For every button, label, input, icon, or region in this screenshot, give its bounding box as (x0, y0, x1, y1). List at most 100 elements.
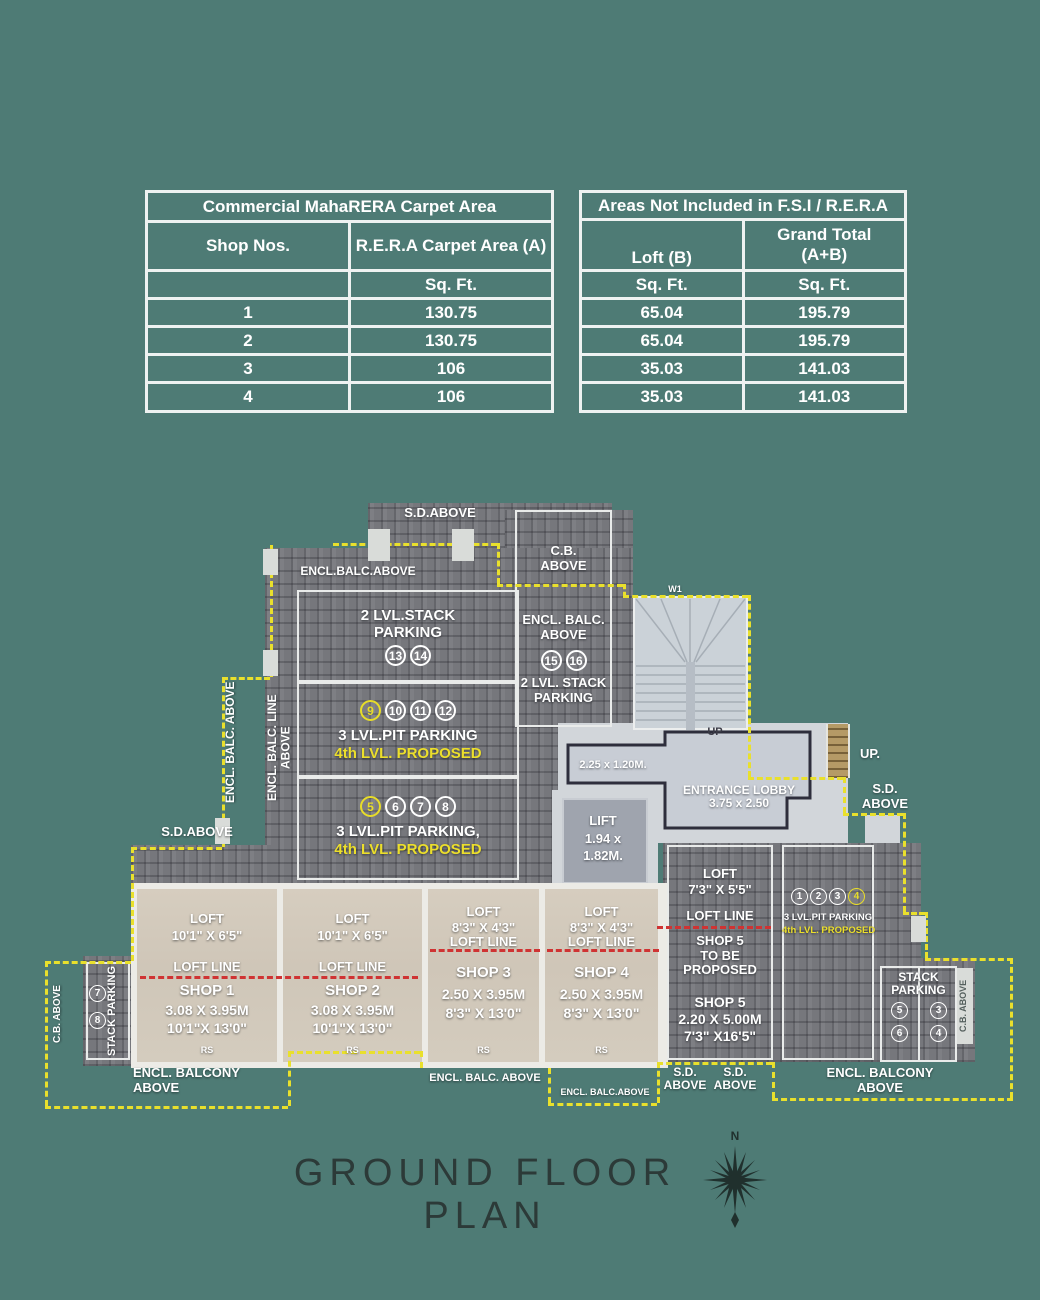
cb-room-label: C.B. ABOVE (540, 543, 587, 573)
shop1-loft-label: LOFT (190, 911, 224, 926)
up-outer-label: UP. (860, 746, 880, 761)
col-header: R.E.R.A Carpet Area (A) (348, 220, 554, 272)
sd-above-b1-label: S.D. ABOVE (663, 1065, 707, 1093)
shop-1-floor (137, 889, 277, 1062)
loft-line-dash-shop1-2 (140, 976, 418, 979)
shop5-proposed: SHOP 5 TO BE PROPOSED (683, 933, 757, 978)
fsi-exclusion-table: Areas Not Included in F.S.I / R.E.R.A Lo… (579, 190, 907, 413)
balcony-dash (623, 595, 748, 598)
shop1-dim-m: 3.08 X 3.95M (165, 1002, 249, 1018)
shop2-dim-m: 3.08 X 3.95M (310, 1002, 395, 1018)
stack-13-14-circles: 13 14 (297, 645, 519, 666)
parking-slot-badge: 8 (89, 1012, 106, 1029)
staircase (633, 596, 748, 730)
shop2-name: SHOP 2 (325, 982, 380, 999)
parking-slot-badge: 6 (891, 1025, 908, 1042)
room-pit-parking-5-8 (297, 777, 519, 880)
balcony-dash (333, 543, 497, 546)
shop3-loft-line: LOFT LINE (449, 934, 518, 949)
shop5-name: SHOP 5 (694, 994, 746, 1010)
loft-line-dash-shop3 (430, 949, 540, 952)
balcony-dash (748, 595, 751, 777)
room-pit-parking-9-12 (297, 682, 519, 777)
pit-5-8-proposed-label: 4th LVL. PROPOSED (334, 841, 482, 858)
lift-label: LIFT 1.94 x 1.82M. (583, 813, 623, 864)
shop3-rs: RS (477, 1045, 490, 1055)
room-shop-5 (667, 845, 773, 1060)
shop2-loft-label: LOFT (335, 911, 370, 926)
unit-cell: Sq. Ft. (579, 269, 745, 300)
pit-1-4-circles: 1 2 3 4 (782, 888, 874, 905)
compass-north-letter: N (731, 1129, 740, 1143)
cb-above-left-vert-label: C.B. ABOVE (52, 985, 63, 1043)
table-title: Commercial MahaRERA Carpet Area (145, 190, 554, 223)
room-stack-parking-13-14 (297, 590, 519, 682)
cb-above-right-vert-label: C.B. ABOVE (958, 979, 968, 1033)
balcony-dash (772, 1098, 1013, 1101)
shop1-loft-dim: 10'1" X 6'5" (171, 928, 243, 943)
parking-slot-badge: 12 (435, 700, 456, 721)
cb-room-balc-label: ENCL. BALC. ABOVE (522, 612, 605, 642)
shop4-dim-m: 2.50 X 3.95M (559, 986, 644, 1002)
shop1-name: SHOP 1 (179, 982, 235, 999)
pit-9-12-label: 3 LVL.PIT PARKING (338, 727, 478, 744)
shop2-loft-dim: 10'1" X 6'5" (317, 928, 388, 943)
balcony-dash (843, 777, 846, 813)
balcony-dash (903, 813, 906, 912)
shop3-name: SHOP 3 (456, 964, 511, 981)
balcony-dash (497, 543, 500, 584)
shop2-loft-line: LOFT LINE (318, 959, 387, 974)
balcony-dash (925, 958, 1013, 961)
balcony-dash (497, 584, 623, 587)
balcony-dash (925, 912, 928, 958)
shop5-loft-dim: 7'3" X 5'5" (688, 882, 752, 897)
shop1-rs: RS (200, 1045, 214, 1055)
cb-right-wall (957, 968, 973, 1044)
stack-left-vert-label: STACK PARKING (106, 965, 118, 1056)
shop-2-floor (283, 889, 422, 1062)
parking-slot-badge: 13 (385, 645, 406, 666)
balcony-dash (657, 1062, 772, 1065)
encl-balc-above-top-label: ENCL.BALC.ABOVE (300, 564, 416, 578)
sd-above-left-label: S.D.ABOVE (161, 824, 233, 839)
sd-above-top-label: S.D.ABOVE (404, 505, 476, 520)
corridor-dim-label: 2.25 x 1.20M. (579, 759, 647, 771)
parking-slot-badge: 10 (385, 700, 406, 721)
pit-5-8-label: 3 LVL.PIT PARKING, (336, 823, 480, 840)
balcony-dash (131, 847, 222, 850)
shop4-loft-dim: 8'3" X 4'3" (569, 920, 634, 935)
balcony-dash (657, 1062, 660, 1103)
balcony-column (263, 650, 278, 676)
balcony-dash (548, 1103, 657, 1106)
encl-balc-above-vert-label: ENCL. BALC. ABOVE (223, 681, 237, 804)
parking-slot-badge: 5 (891, 1002, 908, 1019)
external-stairs-up (826, 724, 850, 778)
shop5-loft-line: LOFT LINE (686, 908, 754, 923)
parking-slot-badge-highlight: 4 (848, 888, 865, 905)
loft-line-dash-shop5 (657, 926, 771, 929)
unit-cell: Sq. Ft. (348, 269, 554, 300)
shop5-dim-ft: 7'3" X16'5" (683, 1028, 757, 1044)
balcony-dash (222, 677, 225, 847)
balcony-dash (288, 1051, 291, 1106)
plan-slab-main-upper (265, 548, 633, 728)
shop4-rs: RS (595, 1045, 608, 1055)
balcony-dash (772, 1062, 775, 1098)
shop2-rs: RS (346, 1045, 359, 1055)
cb-room-stack-label: 2 LVL. STACK PARKING (520, 675, 607, 705)
shop5-loft-label: LOFT (703, 866, 737, 881)
parking-slot-badge: 1 (791, 888, 808, 905)
shop2-dim-ft: 10'1"X 13'0" (312, 1020, 393, 1036)
parking-slot-badge: 7 (89, 985, 106, 1002)
shop3-loft-dim: 8'3" X 4'3" (451, 920, 516, 935)
plan-slab-sd-left (131, 845, 271, 890)
sd-above-b2-label: S.D. ABOVE (713, 1065, 757, 1093)
stack-right-divider (918, 966, 920, 1062)
balcony-dash (843, 813, 903, 816)
balcony-dash (903, 912, 925, 915)
